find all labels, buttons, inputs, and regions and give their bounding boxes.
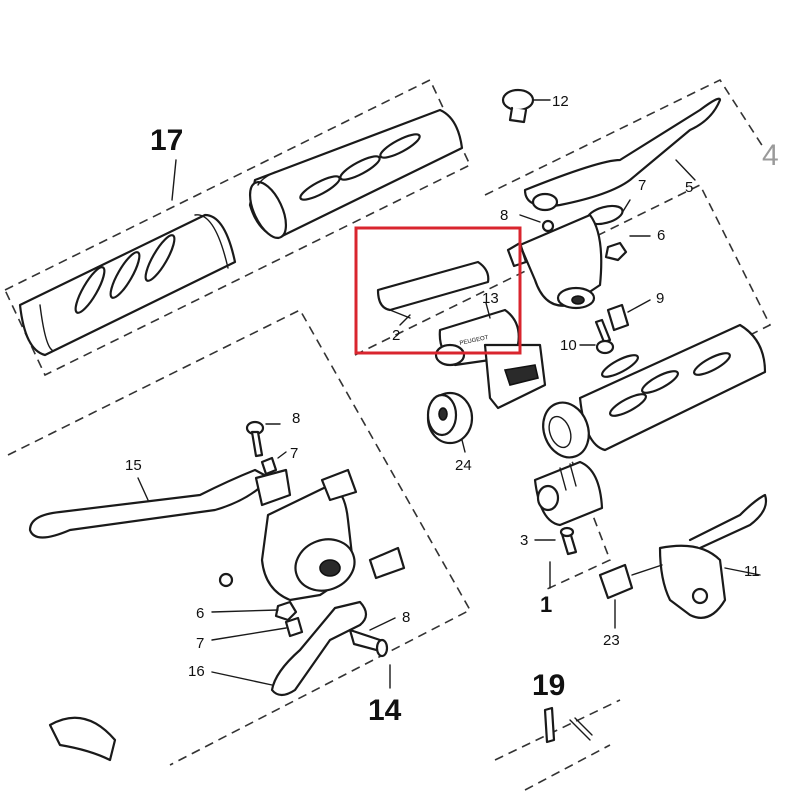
label-15: 15: [125, 457, 142, 474]
brake-lever-left-15: [28, 468, 272, 539]
clutch-lever-left-16: [211, 600, 389, 697]
nut-right: [604, 235, 651, 262]
bar-end-plug: [501, 88, 551, 124]
label-16: 16: [188, 663, 205, 680]
bottom-group-outline: [494, 699, 621, 791]
cable-adjuster: [598, 563, 663, 629]
pivot-pin-left-8: [245, 420, 281, 458]
label-19: 19: [532, 669, 565, 702]
label-7-top: 7: [638, 177, 646, 194]
handlebar-grip-right: [248, 108, 464, 240]
switch-lever-part-2: [376, 260, 490, 326]
label-7-left: 7: [290, 445, 298, 462]
nut-left-6: [211, 600, 298, 622]
leader-17: [171, 159, 177, 201]
spring-left-7b: [211, 616, 304, 641]
lever-housing-left: [218, 468, 406, 602]
label-6-left: 6: [196, 605, 204, 622]
label-3: 3: [520, 532, 528, 549]
right-control-group-outline: [354, 183, 772, 591]
switch-housing-part-13: PEUGEOT: [434, 302, 547, 410]
label-8-lower: 8: [402, 609, 410, 626]
clutch-lever: [658, 493, 768, 619]
label-8-top: 8: [500, 207, 508, 224]
label-13: 13: [482, 290, 499, 307]
lever-group-outline: [484, 78, 766, 196]
lever-housing-right: [506, 213, 603, 310]
label-12: 12: [552, 93, 569, 110]
label-9: 9: [656, 290, 664, 307]
label-4: 4: [762, 139, 779, 172]
throttle-grip: [542, 323, 767, 459]
switch-knob-24: [426, 391, 474, 453]
handlebar-grip-left: [18, 213, 237, 357]
label-17: 17: [150, 124, 183, 157]
label-6-top: 6: [657, 227, 665, 244]
label-1: 1: [540, 592, 552, 617]
brake-lever-right: [523, 97, 722, 212]
bottom-left-round-part: [48, 716, 117, 762]
leader-8c: [369, 617, 396, 631]
label-7-lower: 7: [196, 635, 204, 652]
adjuster-screw: [579, 318, 615, 355]
label-2: 2: [392, 327, 400, 344]
label-24: 24: [455, 457, 472, 474]
throttle-housing-lower: [533, 460, 604, 527]
label-14: 14: [368, 694, 402, 727]
label-11: 11: [744, 563, 760, 580]
label-23: 23: [603, 632, 620, 649]
pivot-pin-right: [519, 214, 555, 233]
label-8-left: 8: [292, 410, 300, 427]
adjuster-barrel: [606, 299, 651, 332]
highlight-box: [354, 226, 522, 355]
part-19-bracket: [543, 706, 593, 744]
spring-left-7: [254, 451, 292, 507]
housing-screw: [534, 526, 578, 556]
label-10: 10: [560, 337, 577, 354]
left-control-group-outline: [7, 308, 472, 766]
label-5: 5: [685, 179, 693, 196]
